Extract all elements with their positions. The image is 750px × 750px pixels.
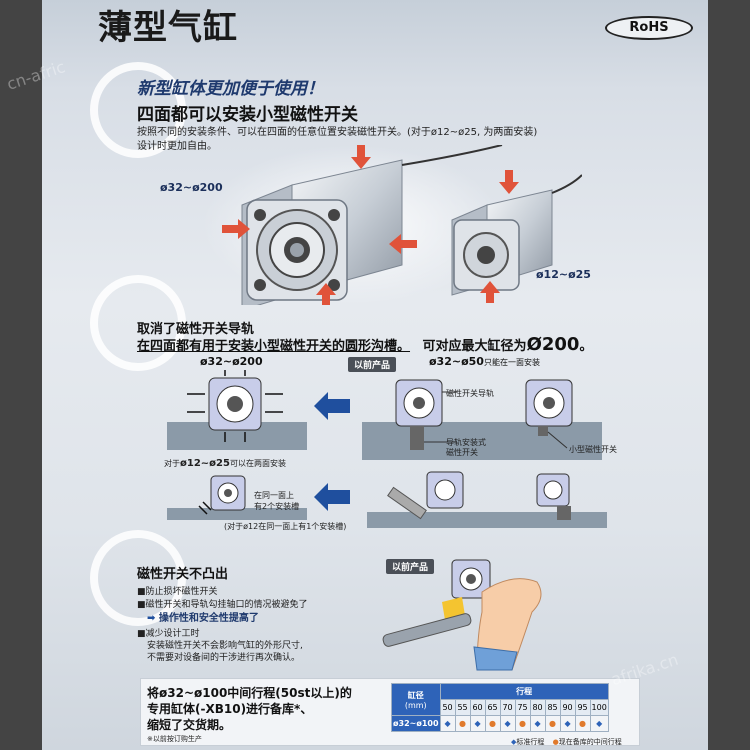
cylinder-illustration bbox=[202, 145, 582, 305]
mark-cell: ◆ bbox=[529, 715, 546, 732]
stroke-header: 行程 bbox=[439, 683, 609, 700]
mark-cell: ◆ bbox=[469, 715, 486, 732]
stroke-cell: 95 bbox=[574, 699, 591, 716]
stroke-cell: 90 bbox=[559, 699, 576, 716]
legend-mid: 现在备库的中间行程 bbox=[558, 738, 622, 746]
decor-ring-3 bbox=[90, 530, 186, 626]
mark-cell: ◆ bbox=[559, 715, 576, 732]
section1-desc-2: 设计时更加自由。 bbox=[137, 141, 217, 152]
small-bore-note: 对于ø12~ø25可以在两面安装 bbox=[164, 458, 286, 469]
benefit-1: ■防止损坏磁性开关 bbox=[137, 587, 218, 597]
bore-header-text: 缸径 bbox=[407, 690, 424, 700]
section2-heading-2c: 。 bbox=[579, 339, 593, 354]
footer-line3: 缩短了交货期。 bbox=[147, 718, 232, 732]
prev-bore-note: 只能在一面安装 bbox=[483, 358, 540, 367]
rohs-badge: RoHS bbox=[605, 16, 693, 40]
benefit-2: ■磁性开关和导轨勾挂轴口的情况被避免了 bbox=[137, 600, 308, 610]
bore-row-label: ø32~ø100 bbox=[391, 715, 441, 732]
benefit-2-result-text: 操作性和安全性提高了 bbox=[158, 613, 259, 624]
section1-desc-1: 按照不同的安装条件、可以在四面的任意位置安装磁性开关。(对于ø12~ø25, 为… bbox=[137, 127, 538, 138]
slogan: 新型缸体更加便于使用！ bbox=[137, 79, 324, 99]
small-bore-suffix: 可以在两面安装 bbox=[229, 459, 286, 468]
stroke-cell: 80 bbox=[529, 699, 546, 716]
viewer-frame-right bbox=[708, 0, 750, 750]
section2-heading-2b: 可对应最大缸径为 bbox=[422, 339, 527, 354]
section2-heading-2: 在四面都有用于安装小型磁性开关的圆形沟槽。 可对应最大缸径为Ø200。 bbox=[137, 334, 592, 355]
bore-unit: (mm) bbox=[404, 700, 427, 710]
bore-label-small: ø12~ø25 bbox=[536, 268, 591, 281]
prev-product-diagram bbox=[362, 379, 602, 460]
decor-ring-1 bbox=[90, 62, 186, 158]
result-arrow-icon: ➡ bbox=[147, 613, 156, 624]
stroke-cell: 65 bbox=[484, 699, 501, 716]
prev-bore-value: ø32~ø50 bbox=[429, 355, 484, 368]
stroke-table: 缸径 (mm) 行程 50 55 60 65 70 75 80 85 90 95… bbox=[391, 683, 609, 732]
section1-heading: 四面都可以安装小型磁性开关 bbox=[137, 105, 358, 125]
mark-cell: ● bbox=[484, 715, 501, 732]
section2-heading-1: 取消了磁性开关导轨 bbox=[137, 322, 255, 337]
mark-cell: ● bbox=[574, 715, 591, 732]
new-product-diagram bbox=[167, 370, 307, 450]
mark-cell: ◆ bbox=[439, 715, 456, 732]
bore-row: ø32~ø100 ◆ ● ◆ ● ◆ ● ◆ ● ◆ ● ◆ bbox=[391, 715, 609, 732]
stroke-cell: 85 bbox=[544, 699, 561, 716]
stroke-cell: 100 bbox=[589, 699, 609, 716]
benefit-3: ■减少设计工时 bbox=[137, 629, 200, 639]
mark-cell: ◆ bbox=[499, 715, 516, 732]
small-bore-prefix: 对于 bbox=[164, 459, 180, 468]
bore-header: 缸径 (mm) bbox=[391, 683, 441, 716]
stroke-cell: 55 bbox=[454, 699, 471, 716]
prev-bore-label: ø32~ø50只能在一面安装 bbox=[429, 355, 540, 368]
ø12-note: (对于ø12在同一面上有1个安装槽) bbox=[224, 522, 347, 531]
catalog-page: 薄型气缸 RoHS 新型缸体更加便于使用！ 四面都可以安装小型磁性开关 按照不同… bbox=[42, 0, 708, 750]
note-guided-switch-1: 导轨安装式 bbox=[446, 438, 486, 447]
legend-std: 标准行程 bbox=[516, 738, 545, 746]
transition-arrow-2 bbox=[314, 483, 350, 511]
footer-line2: 专用缸体(-XB10)进行备库*、 bbox=[147, 702, 313, 716]
two-slots-note-1: 在同一面上 bbox=[254, 491, 294, 500]
small-product-diagram bbox=[167, 475, 307, 520]
prev-product-tag-2: 以前产品 bbox=[386, 559, 435, 574]
note-small-switch: 小型磁性开关 bbox=[569, 445, 617, 454]
footer-note: ※以前按订购生产 bbox=[147, 735, 202, 743]
stroke-cell: 60 bbox=[469, 699, 486, 716]
footer-box: 将ø32~ø100中间行程(50st以上)的 专用缸体(-XB10)进行备库*、… bbox=[140, 678, 640, 746]
max-bore-value: Ø200 bbox=[526, 334, 580, 355]
small-bore-value: ø12~ø25 bbox=[180, 458, 230, 469]
stroke-cell: 70 bbox=[499, 699, 516, 716]
new-bore-label: ø32~ø200 bbox=[200, 355, 263, 368]
viewer-frame-left bbox=[0, 0, 42, 750]
stroke-cell: 75 bbox=[514, 699, 531, 716]
benefit-3-line2: 不需要对设备间的干涉进行再次确认。 bbox=[147, 653, 301, 663]
note-switch-guide: 磁性开关导轨 bbox=[446, 389, 494, 398]
stroke-values-row: 50 55 60 65 70 75 80 85 90 95 100 bbox=[392, 699, 609, 716]
bore-label-large: ø32~ø200 bbox=[160, 181, 223, 194]
page-title: 薄型气缸 bbox=[98, 8, 238, 48]
mark-cell: ● bbox=[454, 715, 471, 732]
legend-mid-icon: ● bbox=[552, 738, 559, 746]
mark-cell: ● bbox=[514, 715, 531, 732]
mark-cell: ◆ bbox=[589, 715, 609, 732]
table-legend: ◆标准行程 ●现在备库的中间行程 bbox=[511, 737, 622, 747]
transition-arrow-1 bbox=[314, 392, 350, 420]
stroke-cell: 50 bbox=[439, 699, 456, 716]
two-slots-note-2: 有2个安装槽 bbox=[254, 502, 300, 511]
prev-product-tag-1: 以前产品 bbox=[348, 357, 397, 372]
section3-heading: 磁性开关不凸出 bbox=[137, 567, 229, 582]
note-guided-switch-2: 磁性开关 bbox=[446, 448, 478, 457]
prev-product-wrench-diagram bbox=[367, 471, 607, 528]
decor-ring-2 bbox=[90, 275, 186, 371]
benefit-3-line1: 安装磁性开关不会影响气缸的外形尺寸, bbox=[147, 641, 303, 651]
benefit-2-result: ➡ 操作性和安全性提高了 bbox=[147, 609, 259, 624]
legend-std-icon: ◆ bbox=[511, 738, 517, 746]
section2-heading-2a: 在四面都有用于安装小型磁性开关的圆形沟槽。 bbox=[137, 339, 411, 354]
footer-line1: 将ø32~ø100中间行程(50st以上)的 bbox=[147, 686, 352, 700]
hand-wrench-illustration bbox=[382, 559, 542, 671]
mark-cell: ● bbox=[544, 715, 561, 732]
